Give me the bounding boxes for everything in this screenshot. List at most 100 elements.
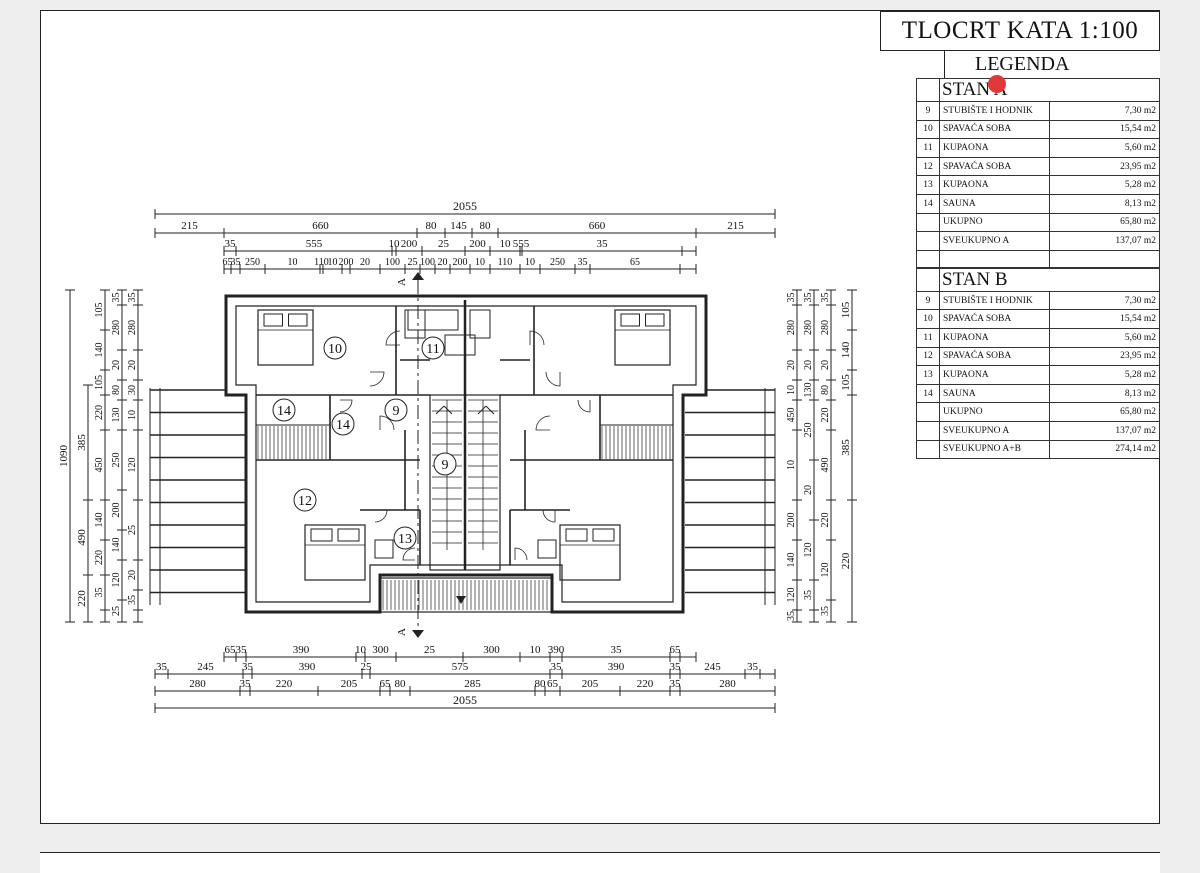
legend-cell-empty	[916, 231, 940, 251]
stair-core	[429, 394, 501, 571]
building-inner-wall	[235, 305, 697, 603]
left-dim-col5-label: 35	[127, 595, 138, 605]
left-dim-col3-label: 220	[94, 550, 105, 565]
sauna-bench-left	[255, 424, 331, 461]
bed-room10-right-pillow	[620, 313, 640, 327]
total-label: UKUPNO	[939, 212, 1050, 233]
door-swing	[379, 415, 395, 431]
room-number: 12	[916, 156, 940, 177]
top-dim-row3-label: 200	[401, 238, 418, 250]
right-dim-col1-label: 120	[786, 588, 797, 603]
right-dim-col4-label: 385	[840, 439, 852, 456]
room-number: 12	[916, 346, 940, 367]
top-dim-row4-label: 35	[231, 257, 241, 268]
door-swing	[339, 399, 353, 413]
toilet-right	[469, 309, 491, 339]
left-dim-col4-label: 140	[111, 538, 122, 553]
legend-cell-empty	[916, 249, 940, 268]
room-area: 15,54 m2	[1049, 119, 1160, 140]
room-number-circle	[421, 336, 445, 360]
right-dim-col1-label: 140	[786, 553, 797, 568]
room-number: 9	[916, 290, 940, 311]
top-dim-row2-label: 660	[312, 220, 329, 232]
room-area: 5,60 m2	[1049, 327, 1160, 348]
bottom-dim-row3-label: 280	[189, 678, 206, 690]
right-dim-col2-label: 250	[803, 423, 814, 438]
drawing-title: TLOCRT KATA 1:100	[880, 11, 1160, 51]
top-dim-row4-label: 200	[453, 257, 468, 268]
right-dim-col1-label: 280	[786, 320, 797, 335]
room-area: 5,60 m2	[1049, 138, 1160, 158]
grand-ab-value: 274,14 m2	[1049, 439, 1160, 460]
entrance-arrow	[456, 596, 466, 604]
right-dim-col2-label: 130	[803, 383, 814, 398]
room-number-circle	[393, 526, 417, 550]
left-dim-col4-label: 200	[111, 503, 122, 518]
bed-room12-left	[304, 524, 366, 581]
left-dim-col4-label: 20	[111, 360, 122, 370]
room-number-label: 13	[398, 532, 412, 547]
bottom-dim-row3-label: 285	[464, 678, 481, 690]
stair-arrow-right	[477, 405, 495, 415]
door-swing	[545, 371, 561, 387]
top-dim-row2-label: 215	[727, 220, 744, 232]
top-dim-row2-label: 145	[450, 220, 467, 232]
legend-cell-empty	[939, 249, 1050, 268]
left-dim-col5-label: 35	[127, 293, 138, 303]
top-dim-row2-label: 80	[426, 220, 438, 232]
left-dim-col4-label: 130	[111, 408, 122, 423]
bath-13-sink-right	[537, 539, 557, 559]
right-dim-col1-label: 20	[786, 360, 797, 370]
sauna-bench-right	[599, 424, 674, 461]
bottom-dim-row3-label: 35	[240, 678, 252, 690]
top-dim-row4-label: 10	[475, 257, 485, 268]
left-dim-col5-label: 20	[127, 570, 138, 580]
room11-counter	[407, 309, 459, 331]
right-dim-col4-label: 140	[840, 341, 852, 358]
door-swing	[529, 330, 545, 346]
top-dim-row2-label: 80	[480, 220, 492, 232]
entrance-steps	[379, 577, 553, 613]
door-swing	[385, 330, 401, 346]
room-name: STUBIŠTE I HODNIK	[939, 101, 1050, 121]
room-number: 13	[916, 365, 940, 385]
room-name: KUPAONA	[939, 365, 1050, 385]
legend-cell-empty	[1049, 249, 1160, 268]
right-dim-col3-label: 80	[820, 385, 831, 395]
room-name: KUPAONA	[939, 138, 1050, 158]
bottom-dim-row2-label: 35	[747, 661, 759, 673]
room-number-label: 9	[393, 404, 400, 419]
room-area: 7,30 m2	[1049, 101, 1160, 121]
top-dim-row3-label: 10	[500, 238, 512, 250]
bottom-dim-row2-label: 245	[197, 661, 214, 673]
grand-ab-label: SVEUKUPNO A+B	[939, 439, 1050, 460]
room-number-circle	[293, 488, 317, 512]
top-dim-row3-label: 25	[438, 238, 450, 250]
stan-heading-row: STAN A	[916, 78, 1160, 102]
left-dim-col5-label: 25	[127, 525, 138, 535]
bottom-dim-row1-label: 35	[611, 644, 623, 656]
left-dim-col2-label: 385	[76, 434, 88, 451]
bottom-dim-row1-label: 390	[293, 644, 310, 656]
red-marker-dot	[988, 75, 1006, 93]
door-swing	[402, 547, 416, 561]
left-dim-col3-label: 450	[94, 458, 105, 473]
room-name: SPAVAĆA SOBA	[939, 156, 1050, 177]
top-dim-row3-label: 35	[225, 238, 237, 250]
bottom-dim-row3-label: 205	[582, 678, 599, 690]
room-area: 23,95 m2	[1049, 156, 1160, 177]
legend-blank-row	[916, 249, 1160, 268]
room-name: KUPAONA	[939, 327, 1050, 348]
door-swing	[374, 509, 388, 523]
top-dim-row4-label: 10	[328, 257, 338, 268]
